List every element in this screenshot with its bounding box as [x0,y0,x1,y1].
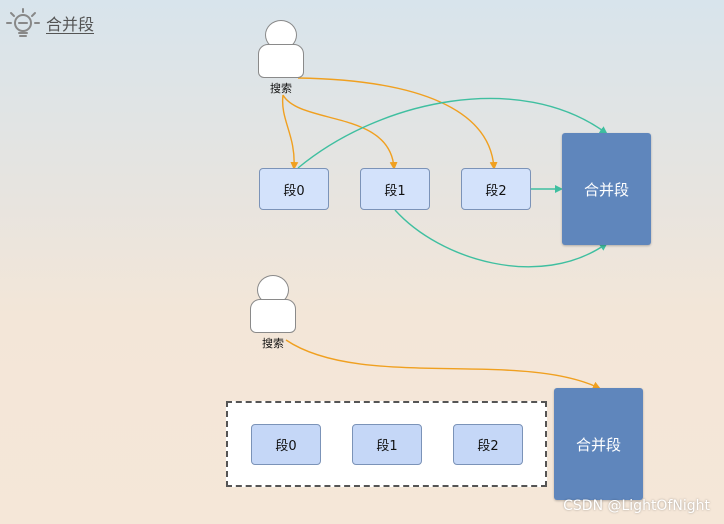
user-search-bottom: 搜索 [245,275,301,351]
merged-segment[interactable]: 合并段 [554,388,643,500]
search-label: 搜索 [262,337,284,350]
user-search-top: 搜索 [253,20,309,96]
user-body-icon [250,299,296,333]
user-body-icon [258,44,304,78]
page-title: 合并段 [46,15,95,34]
segment-0[interactable]: 段0 [259,168,329,210]
search-arrow-seg0 [281,94,299,170]
lightbulb-icon [6,8,40,37]
segment-2[interactable]: 段2 [453,424,523,465]
merge-arrow-seg0 [297,97,608,169]
search-label: 搜索 [270,82,292,95]
segment-1[interactable]: 段1 [360,168,430,210]
search-arrow-seg2 [297,77,498,170]
header: 合并段 [6,8,94,38]
segment-0[interactable]: 段0 [251,424,321,465]
merged-segment[interactable]: 合并段 [562,133,651,245]
search-arrow-merged [285,339,601,390]
segment-2[interactable]: 段2 [461,168,531,210]
watermark: CSDN @LightOfNight [563,498,710,514]
segment-1[interactable]: 段1 [352,424,422,465]
search-arrow-seg1 [282,94,398,170]
